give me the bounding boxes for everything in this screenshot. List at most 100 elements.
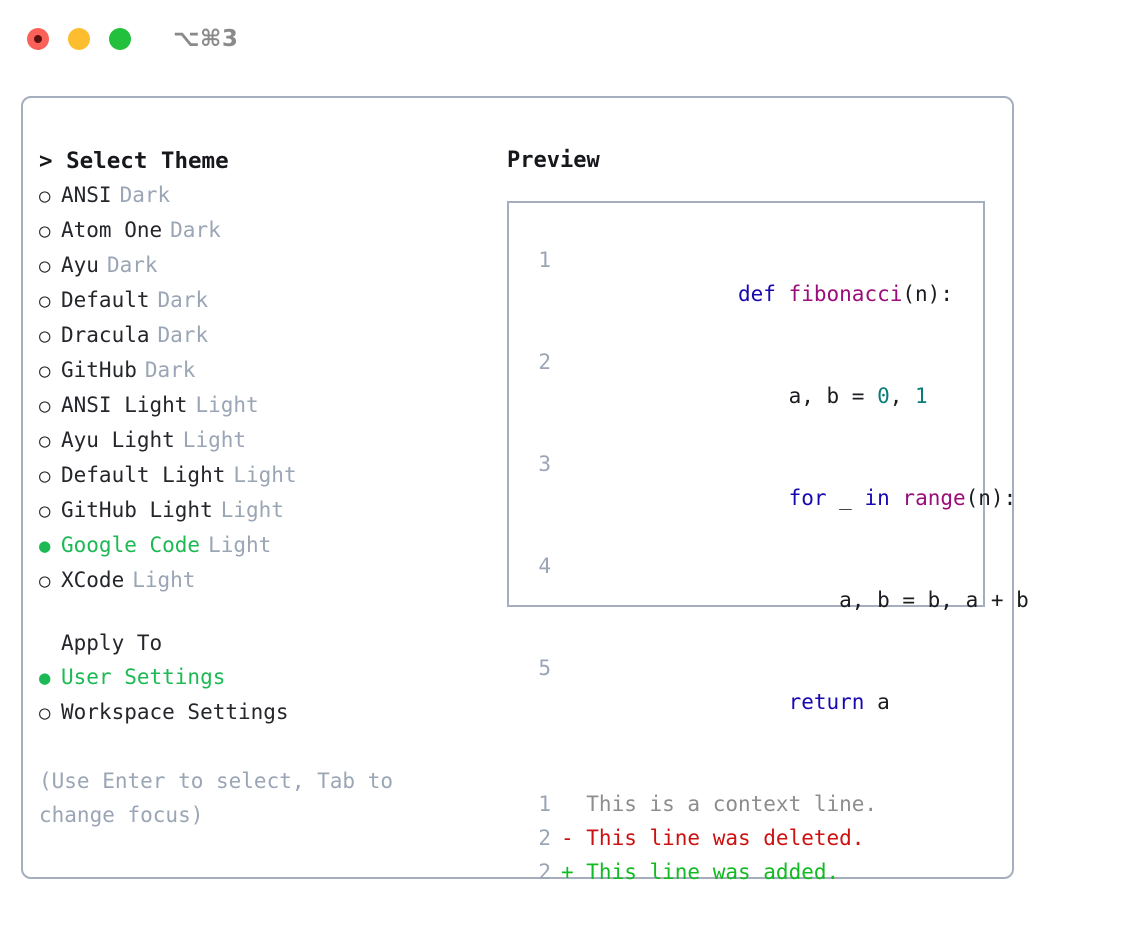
theme-kind-badge: Dark bbox=[106, 253, 158, 277]
theme-name: Ayu bbox=[61, 253, 99, 277]
preview-column: Preview 1 def fibonacci(n): 2 a, b = 0, … bbox=[493, 144, 1029, 884]
radio-icon: ○ bbox=[39, 570, 51, 592]
theme-list-item-github-light[interactable]: ○ GitHub Light Light bbox=[39, 493, 493, 528]
theme-kind-badge: Light bbox=[233, 463, 297, 487]
code-content: a, b = b, a + b bbox=[561, 549, 1029, 651]
theme-kind-badge: Light bbox=[182, 428, 247, 452]
line-number: 2 bbox=[538, 826, 551, 850]
radio-icon: ○ bbox=[39, 185, 51, 207]
line-number: 1 bbox=[538, 248, 551, 272]
code-token-builtin: range bbox=[902, 486, 966, 510]
line-number: 2 bbox=[538, 860, 551, 884]
theme-list[interactable]: ○ ANSI Dark ○ Atom One Dark ○ Ayu Dark bbox=[39, 178, 493, 598]
code-token-keyword: in bbox=[864, 486, 890, 510]
title-bar: ⌥⌘3 bbox=[0, 0, 1140, 78]
theme-name: Ayu Light bbox=[61, 428, 175, 452]
theme-name: ANSI Light bbox=[61, 393, 188, 417]
line-number: 1 bbox=[538, 792, 551, 816]
theme-name: Atom One bbox=[61, 218, 163, 242]
radio-icon: ○ bbox=[39, 702, 51, 724]
theme-list-item-xcode-light[interactable]: ○ XCode Light bbox=[39, 563, 493, 598]
diff-line-context: 1 This is a context line. bbox=[525, 787, 983, 821]
theme-name: XCode bbox=[61, 568, 125, 592]
radio-icon: ○ bbox=[39, 430, 51, 452]
code-token-keyword: def bbox=[738, 282, 789, 306]
code-line: 5 return a bbox=[525, 651, 983, 753]
keyboard-hint-text: (Use Enter to select, Tab to change focu… bbox=[39, 769, 394, 827]
line-number: 2 bbox=[538, 350, 551, 374]
line-number: 3 bbox=[538, 452, 551, 476]
minimize-window-button[interactable] bbox=[68, 28, 90, 50]
code-content: return a bbox=[561, 651, 890, 753]
theme-name: Default bbox=[61, 288, 150, 312]
theme-kind-badge: Light bbox=[220, 498, 284, 522]
apply-to-option-label: User Settings bbox=[61, 665, 226, 689]
theme-list-item-ayu-dark[interactable]: ○ Ayu Dark bbox=[39, 248, 493, 283]
apply-to-option-workspace-settings[interactable]: ○ Workspace Settings bbox=[39, 695, 493, 730]
theme-list-item-ansi-dark[interactable]: ○ ANSI Dark bbox=[39, 178, 493, 213]
theme-kind-badge: Dark bbox=[170, 218, 221, 242]
radio-icon: ○ bbox=[39, 500, 51, 522]
code-line: 2 a, b = 0, 1 bbox=[525, 345, 983, 447]
diff-text: + This line was added. bbox=[561, 860, 840, 884]
theme-list-item-atom-one-dark[interactable]: ○ Atom One Dark bbox=[39, 213, 493, 248]
theme-kind-badge: Light bbox=[195, 393, 259, 417]
radio-icon: ○ bbox=[39, 395, 51, 417]
theme-list-item-google-code-light[interactable]: ● Google Code Light bbox=[39, 528, 493, 563]
apply-to-option-label: Workspace Settings bbox=[61, 700, 289, 724]
theme-kind-badge: Dark bbox=[157, 288, 209, 312]
radio-icon: ○ bbox=[39, 360, 51, 382]
theme-kind-badge: Dark bbox=[157, 323, 209, 347]
diff-text: - This line was deleted. bbox=[561, 826, 865, 850]
apply-to-group: Apply To ● User Settings ○ Workspace Set… bbox=[39, 626, 493, 730]
theme-picker-column: > Select Theme ○ ANSI Dark ○ Atom One Da… bbox=[23, 144, 493, 832]
theme-name: GitHub Light bbox=[61, 498, 213, 522]
theme-name: ANSI bbox=[61, 183, 112, 207]
radio-icon: ○ bbox=[39, 220, 51, 242]
theme-kind-badge: Light bbox=[208, 533, 272, 557]
preview-code-box: 1 def fibonacci(n): 2 a, b = 0, 1 3 bbox=[507, 201, 1029, 884]
theme-kind-badge: Dark bbox=[119, 183, 171, 207]
code-token-plain: (n): bbox=[902, 282, 953, 306]
theme-list-item-ansi-light[interactable]: ○ ANSI Light Light bbox=[39, 388, 493, 423]
code-token-plain: , bbox=[889, 384, 916, 408]
code-token-plain bbox=[738, 690, 789, 714]
code-token-number: 0 bbox=[877, 384, 890, 408]
code-token-plain: a, b = bbox=[738, 384, 878, 408]
code-token-number: 1 bbox=[915, 384, 928, 408]
code-token-plain: (n): bbox=[965, 486, 1017, 510]
code-line: 3 for _ in range(n): bbox=[525, 447, 1016, 549]
theme-name: Dracula bbox=[61, 323, 150, 347]
code-token-plain: _ bbox=[826, 486, 865, 510]
code-content: def fibonacci(n): bbox=[561, 243, 953, 345]
code-token-keyword: return bbox=[788, 690, 865, 714]
theme-kind-badge: Light bbox=[132, 568, 196, 592]
radio-icon-selected: ● bbox=[39, 535, 51, 557]
apply-to-option-user-settings[interactable]: ● User Settings bbox=[39, 660, 493, 695]
close-window-button[interactable] bbox=[27, 28, 49, 50]
radio-icon-selected: ● bbox=[39, 667, 51, 689]
theme-list-item-github-dark[interactable]: ○ GitHub Dark bbox=[39, 353, 493, 388]
code-token-keyword: for bbox=[788, 486, 827, 510]
theme-list-item-default-dark[interactable]: ○ Default Dark bbox=[39, 283, 493, 318]
theme-kind-badge: Dark bbox=[144, 358, 196, 382]
traffic-light-group bbox=[27, 28, 131, 50]
theme-name: Default Light bbox=[61, 463, 226, 487]
diff-line-deleted: 2 - This line was deleted. bbox=[525, 821, 983, 855]
maximize-window-button[interactable] bbox=[109, 28, 131, 50]
radio-icon: ○ bbox=[39, 465, 51, 487]
apply-to-heading: Apply To bbox=[61, 631, 163, 655]
panel-columns: > Select Theme ○ ANSI Dark ○ Atom One Da… bbox=[23, 98, 1029, 884]
radio-icon: ○ bbox=[39, 325, 51, 347]
select-theme-heading: > Select Theme bbox=[39, 148, 229, 174]
theme-list-item-dracula-dark[interactable]: ○ Dracula Dark bbox=[39, 318, 493, 353]
theme-name: GitHub bbox=[61, 358, 137, 382]
diff-text: This is a context line. bbox=[561, 792, 878, 816]
code-line: 1 def fibonacci(n): bbox=[525, 243, 983, 345]
theme-list-item-default-light[interactable]: ○ Default Light Light bbox=[39, 458, 493, 493]
line-number: 4 bbox=[538, 554, 551, 578]
code-token-plain: a, b = b, a + b bbox=[738, 588, 1029, 612]
code-content: for _ in range(n): bbox=[561, 447, 1017, 549]
theme-list-item-ayu-light[interactable]: ○ Ayu Light Light bbox=[39, 423, 493, 458]
